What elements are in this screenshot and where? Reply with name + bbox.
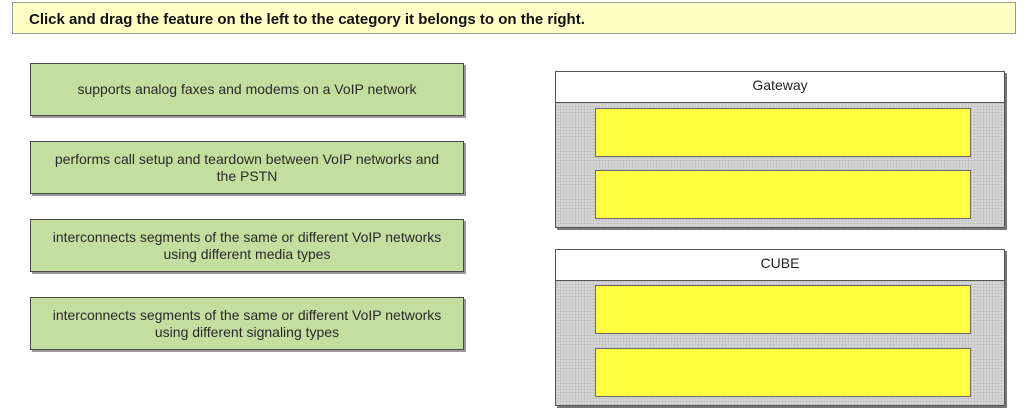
- category-gateway: Gateway: [555, 71, 1005, 228]
- feature-item-signaling-types[interactable]: interconnects segments of the same or di…: [30, 297, 464, 350]
- feature-label: performs call setup and teardown between…: [54, 150, 440, 184]
- feature-item-media-types[interactable]: interconnects segments of the same or di…: [30, 219, 464, 272]
- category-cube: CUBE: [555, 249, 1005, 406]
- instruction-banner: Click and drag the feature on the left t…: [12, 2, 1016, 34]
- feature-label: interconnects segments of the same or di…: [52, 228, 442, 262]
- category-header-cube: CUBE: [556, 250, 1004, 281]
- category-title: Gateway: [752, 77, 808, 93]
- feature-item-call-setup[interactable]: performs call setup and teardown between…: [30, 141, 464, 194]
- feature-label: supports analog faxes and modems on a Vo…: [77, 81, 417, 97]
- feature-item-analog-fax[interactable]: supports analog faxes and modems on a Vo…: [30, 63, 464, 116]
- category-title: CUBE: [760, 255, 800, 271]
- instruction-text: Click and drag the feature on the left t…: [29, 11, 585, 28]
- category-header-gateway: Gateway: [556, 72, 1004, 103]
- gateway-drop-zone-2[interactable]: [595, 170, 971, 219]
- feature-label: interconnects segments of the same or di…: [52, 306, 442, 340]
- cube-drop-zone-2[interactable]: [595, 348, 971, 397]
- gateway-drop-zone-1[interactable]: [595, 108, 971, 157]
- cube-drop-zone-1[interactable]: [595, 285, 971, 334]
